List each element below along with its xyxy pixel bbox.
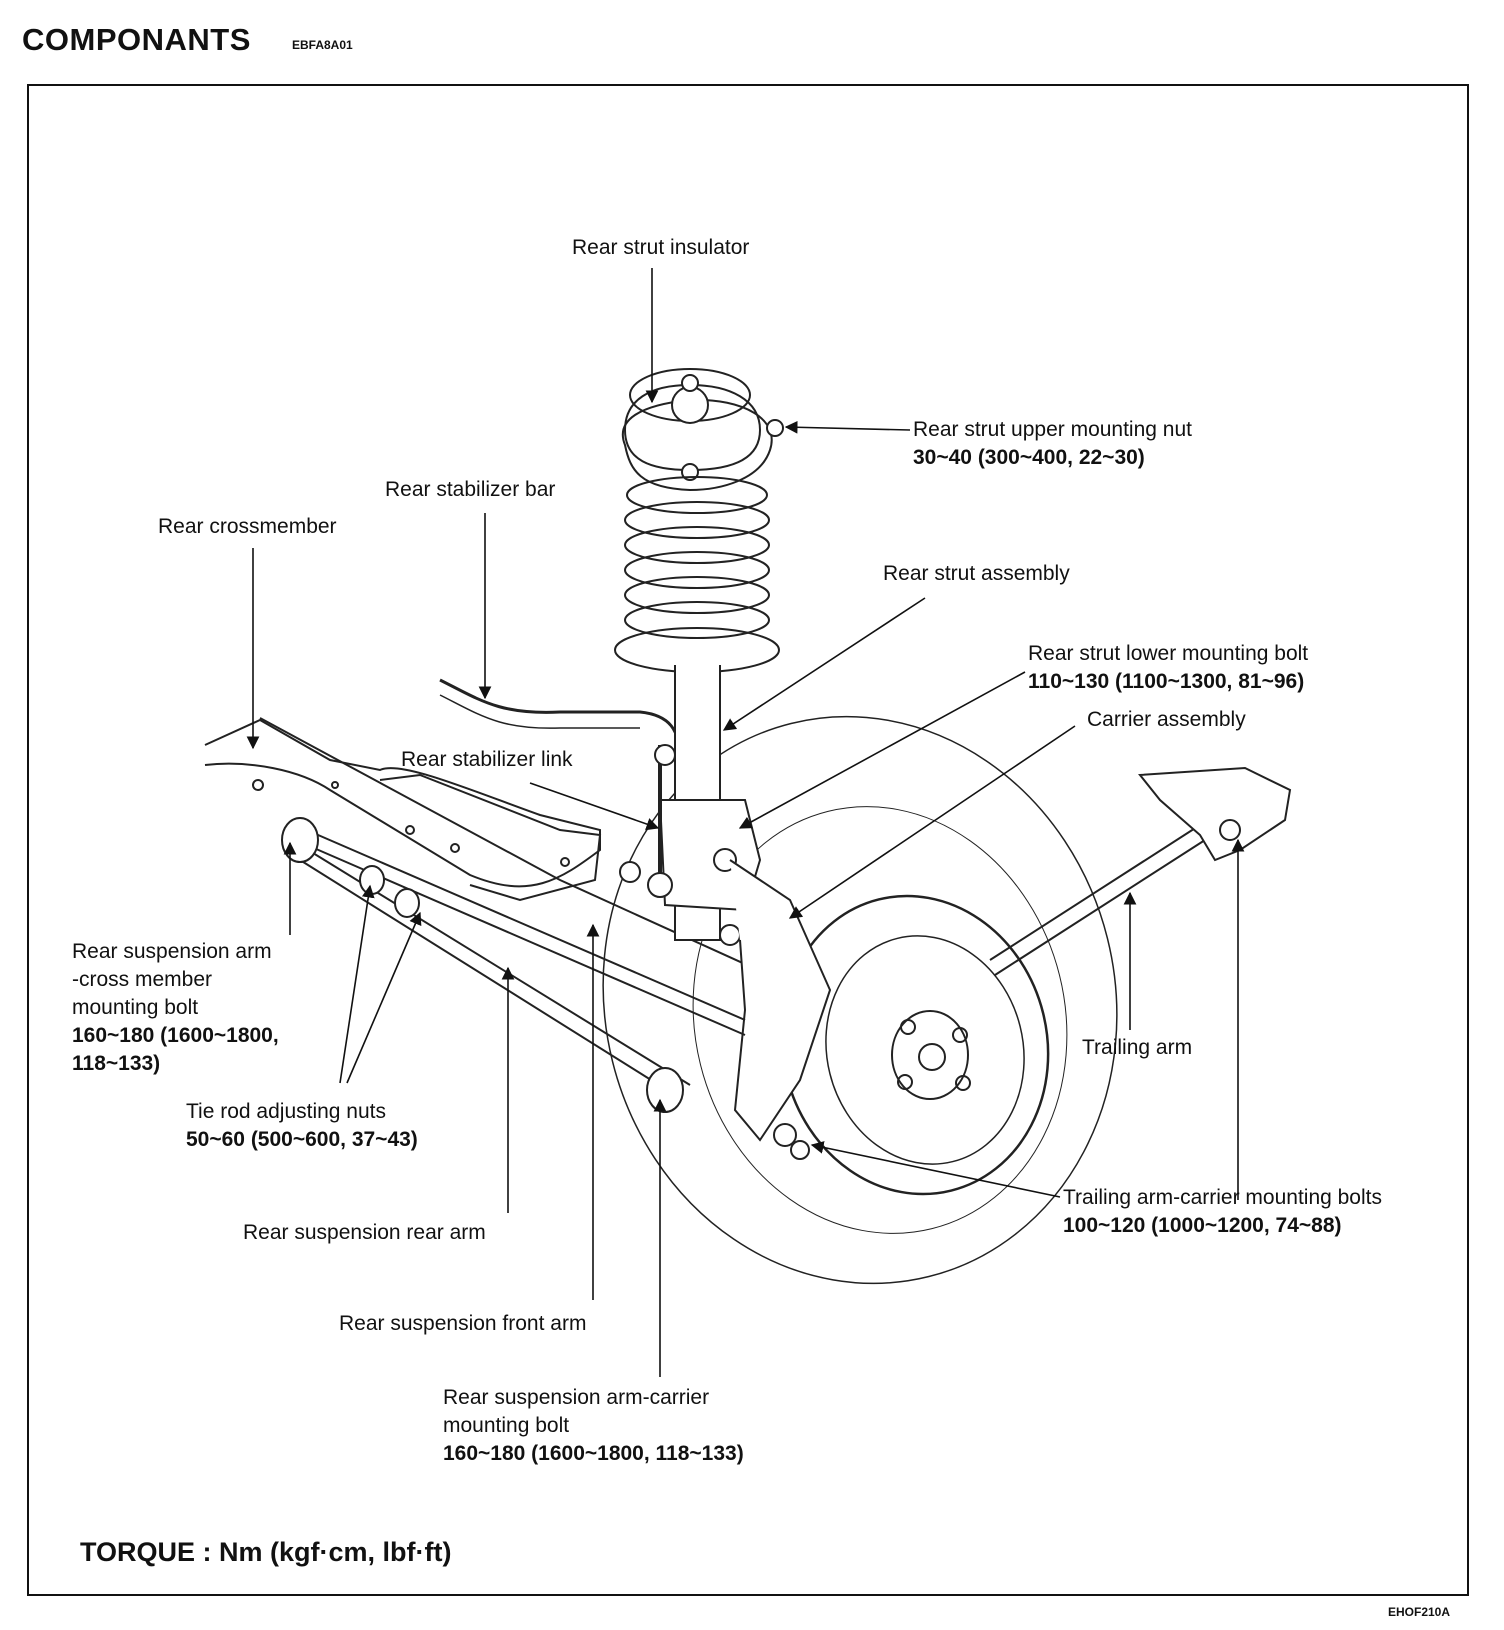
label-strut-insulator: Rear strut insulator	[572, 234, 749, 262]
wheel-stud	[900, 1019, 916, 1035]
crossmember-hole	[252, 779, 264, 791]
upper-mount-nut	[681, 463, 699, 481]
arm-carrier-bushing	[646, 1067, 684, 1113]
stabilizer-link-joint	[647, 872, 673, 898]
strut-lower-bolt	[719, 924, 741, 946]
page-title: COMPONANTS	[22, 22, 251, 57]
leader-strut-assembly	[722, 597, 926, 731]
leader-carrier-assembly	[788, 725, 1076, 919]
stabilizer-link-joint	[654, 744, 676, 766]
leader-strut-upper-nut	[784, 420, 911, 434]
label-stabilizer-bar: Rear stabilizer bar	[385, 476, 555, 504]
label-torque: 50~60 (500~600, 37~43)	[186, 1128, 418, 1151]
strut-lower-bolt	[713, 848, 737, 872]
leader-lines	[246, 268, 1245, 1377]
wheel-stud	[955, 1075, 971, 1091]
diagram-frame	[27, 84, 1469, 1596]
label-name: Rear strut lower mounting bolt	[1028, 642, 1309, 665]
strut-insulator	[623, 383, 762, 472]
label-strut-upper-nut: Rear strut upper mounting nut 30~40 (300…	[913, 416, 1192, 472]
crossmember-body	[204, 718, 601, 888]
stabilizer-link-joint	[619, 861, 641, 883]
label-torque: 100~120 (1000~1200, 74~88)	[1063, 1214, 1342, 1237]
label-torque: 118~133)	[72, 1052, 161, 1075]
label-name: Rear suspension rear arm	[243, 1221, 486, 1244]
label-name: mounting bolt	[72, 996, 199, 1019]
insulator-cap	[671, 386, 709, 424]
trailing-arm-bolt	[1219, 819, 1241, 841]
label-name: Rear suspension front arm	[339, 1312, 587, 1335]
label-strut-lower-bolt: Rear strut lower mounting bolt 110~130 (…	[1028, 640, 1308, 696]
drum-face	[825, 935, 1025, 1165]
label-name: Rear strut upper mounting nut	[913, 418, 1192, 441]
spring-coil	[624, 601, 770, 639]
tie-rod-nut	[394, 888, 420, 918]
label-torque: 160~180 (1600~1800, 118~133)	[443, 1442, 744, 1465]
wheel-stud	[952, 1027, 968, 1043]
label-name: Rear strut insulator	[572, 236, 750, 259]
label-name: Rear strut assembly	[883, 562, 1070, 585]
tie-rod-nut	[359, 865, 385, 895]
torque-units-note: TORQUE : Nm (kgf·cm, lbf·ft)	[80, 1537, 452, 1567]
label-name: Rear suspension arm	[72, 940, 272, 963]
label-name: Carrier assembly	[1087, 708, 1246, 731]
leader-trailing-carrier-bolts	[810, 1141, 1061, 1198]
spring-coil	[624, 551, 770, 589]
label-name: Rear stabilizer bar	[385, 478, 556, 501]
spring-coil	[624, 576, 770, 614]
stabilizer-bar-edge	[439, 694, 640, 729]
crossmember-hole	[331, 781, 339, 789]
label-name: Trailing arm	[1082, 1036, 1193, 1059]
crossmember-rail	[259, 717, 781, 981]
label-torque: 110~130 (1100~1300, 81~96)	[1028, 670, 1305, 693]
label-arm-crossmember-bolt: Rear suspension arm -cross member mounti…	[72, 938, 279, 1078]
document-code: EBFA8A01	[292, 38, 353, 52]
illustration-parts	[204, 368, 1292, 1285]
label-name: mounting bolt	[443, 1414, 570, 1437]
hub-nut	[918, 1043, 946, 1071]
label-stabilizer-link: Rear stabilizer link	[401, 746, 573, 774]
label-front-arm: Rear suspension front arm	[339, 1310, 586, 1338]
upper-mount-nut	[766, 419, 784, 437]
trailing-arm	[989, 824, 1206, 976]
label-name: Tie rod adjusting nuts	[186, 1100, 387, 1123]
trailing-carrier-bolt	[790, 1140, 810, 1160]
label-carrier-assembly: Carrier assembly	[1087, 706, 1246, 734]
arm-bushing	[281, 817, 319, 863]
label-rear-arm: Rear suspension rear arm	[243, 1219, 486, 1247]
tire-outline	[602, 715, 1118, 1285]
leader-strut-lower-bolt	[738, 671, 1026, 829]
label-name: -cross member	[72, 968, 213, 991]
trailing-carrier-bolt	[773, 1123, 797, 1147]
crossmember-hole	[450, 843, 460, 853]
upper-mount-plate	[621, 398, 773, 492]
leader-tie-rod-nut-2	[346, 911, 422, 1084]
tire-inner	[692, 806, 1068, 1234]
label-arm-carrier-bolt: Rear suspension arm-carrier mounting bol…	[443, 1384, 744, 1468]
spring-coil	[624, 501, 770, 539]
label-name: Rear suspension arm-carrier	[443, 1386, 710, 1409]
label-trailing-carrier-bolts: Trailing arm-carrier mounting bolts 100~…	[1063, 1184, 1382, 1240]
trailing-arm-bracket	[1138, 766, 1292, 862]
label-name: Trailing arm-carrier mounting bolts	[1063, 1186, 1382, 1209]
spring-coil	[624, 526, 770, 564]
crossmember-hole	[405, 825, 415, 835]
upper-mount-nut	[681, 374, 699, 392]
label-torque: 160~180 (1600~1800,	[72, 1024, 279, 1047]
figure-code: EHOF210A	[1388, 1605, 1451, 1619]
label-tie-rod-nuts: Tie rod adjusting nuts 50~60 (500~600, 3…	[186, 1098, 418, 1154]
label-crossmember: Rear crossmember	[158, 513, 337, 541]
wheel-stud	[897, 1074, 913, 1090]
crossmember-hole	[560, 857, 570, 867]
label-torque: 30~40 (300~400, 22~30)	[913, 446, 1145, 469]
leader-stabilizer-link	[529, 782, 660, 831]
leader-tie-rod-nut-1	[339, 884, 375, 1084]
spring-coil	[626, 476, 768, 514]
crossmember-bracket	[379, 773, 602, 902]
label-name: Rear stabilizer link	[401, 748, 573, 771]
label-trailing-arm: Trailing arm	[1082, 1034, 1192, 1062]
label-name: Rear crossmember	[158, 515, 337, 538]
label-strut-assembly: Rear strut assembly	[883, 560, 1070, 588]
